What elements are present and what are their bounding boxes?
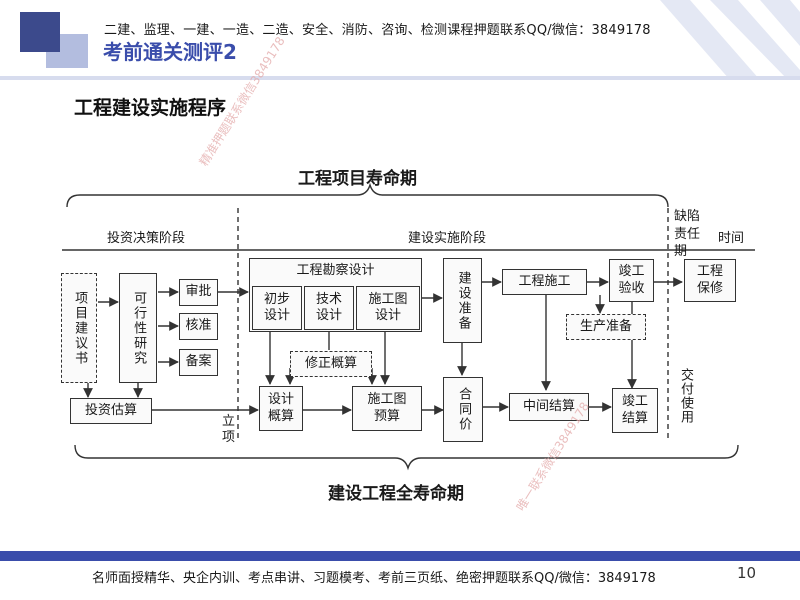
page-number: 10 <box>737 564 757 582</box>
header-decoration-stripes <box>660 0 800 80</box>
box-preliminary-design: 初步设计 <box>252 286 302 330</box>
header-decoration-dark-square <box>20 12 60 52</box>
box-technical-design: 技术设计 <box>304 286 354 330</box>
box-production-preparation: 生产准备 <box>566 314 646 340</box>
footer-promo-text: 名师面授精华、央企内训、考点串讲、习题模考、考前三页纸、绝密押题联系QQ/微信：… <box>92 571 656 586</box>
box-construction-drawing-design: 施工图设计 <box>356 286 420 330</box>
box-construction-drawing-budget: 施工图预算 <box>352 386 422 431</box>
box-filing: 备案 <box>179 349 218 376</box>
header-promo-text: 二建、监理、一建、一造、二造、安全、消防、咨询、检测课程押题联系QQ/微信：38… <box>104 23 651 38</box>
establish-label: 立项 <box>222 414 236 445</box>
delivery-label: 交付使用 <box>678 368 693 424</box>
box-verification: 核准 <box>179 313 218 340</box>
top-brace <box>66 182 669 208</box>
box-project-proposal: 项目建议书 <box>61 273 97 383</box>
slide-subtitle: 考前通关测评2 <box>103 40 237 64</box>
box-contract-price: 合同价 <box>443 377 483 442</box>
box-interim-settlement: 中间结算 <box>509 393 589 421</box>
box-construction: 工程施工 <box>502 269 587 295</box>
box-final-settlement: 竣工结算 <box>612 388 658 433</box>
header-divider <box>0 76 800 80</box>
box-warranty: 工程保修 <box>684 259 736 302</box>
phase-defect-liability: 缺陷责任期 <box>674 209 701 260</box>
box-design-estimate: 设计概算 <box>259 386 303 431</box>
bottom-brace <box>74 444 739 471</box>
box-investment-estimate: 投资估算 <box>70 398 152 424</box>
footer-bar <box>0 551 800 561</box>
section-title: 工程建设实施程序 <box>74 97 227 119</box>
phase-investment: 投资决策阶段 <box>107 231 186 246</box>
phase-construction: 建设实施阶段 <box>408 231 487 246</box>
box-completion-acceptance: 竣工验收 <box>609 259 654 302</box>
box-approval: 审批 <box>179 279 218 306</box>
bottom-brace-label: 建设工程全寿命期 <box>328 484 464 504</box>
box-feasibility-study: 可行性研究 <box>119 273 157 383</box>
box-revised-estimate: 修正概算 <box>290 351 372 377</box>
box-construction-preparation: 建设准备 <box>443 258 482 343</box>
time-axis-label: 时间 <box>718 231 745 246</box>
top-brace-label: 工程项目寿命期 <box>298 169 417 189</box>
